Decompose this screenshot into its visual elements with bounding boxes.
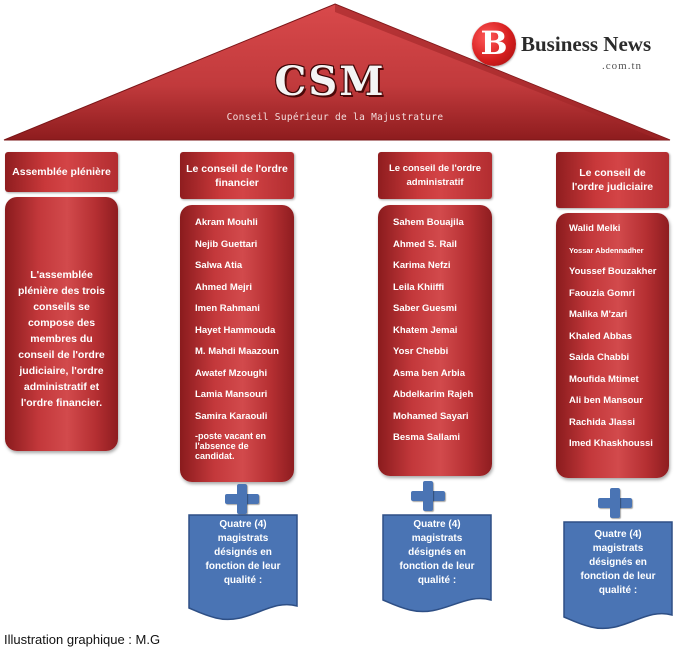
logo-letter: B	[480, 24, 508, 62]
member-name: Mohamed Sayari	[393, 410, 469, 422]
member-name: Saida Chabbi	[569, 352, 630, 363]
roof-triangle	[3, 3, 671, 141]
member-name: Imed Khaskhoussi	[569, 438, 653, 449]
member-name: Asma ben Arbia	[393, 367, 465, 379]
member-name: Salwa Atia	[195, 260, 243, 271]
illustration-credit: Illustration graphique : M.G	[4, 632, 161, 647]
member-name: Faouzia Gomri	[569, 287, 635, 299]
judicial-council-column	[556, 213, 669, 478]
administrative-council-members: Sahem Bouajila Ahmed S. Rail Karima Nefz…	[393, 216, 485, 453]
member-name: Awatef Mzoughi	[195, 367, 268, 379]
member-name: Hayet Hammouda	[195, 324, 276, 336]
plenary-header: Assemblée plénière	[5, 152, 118, 192]
logo-circle-icon	[472, 22, 516, 66]
member-name: Imen Rahmani	[195, 303, 260, 314]
member-name: Abdelkarim Rajeh	[393, 389, 474, 400]
administrative-council-column	[378, 205, 492, 476]
member-name: Youssef Bouzakher	[569, 266, 657, 277]
plus-icon	[225, 484, 259, 514]
member-name: Sahem Bouajila	[393, 217, 464, 228]
member-name: Lamia Mansouri	[195, 389, 268, 400]
member-name: Ahmed Mejri	[195, 281, 253, 293]
document-shape-financial	[188, 514, 298, 621]
member-name: Samira Karaouli	[195, 410, 268, 422]
logo-domain: .com.tn	[602, 60, 642, 72]
member-name: Rachida Jlassi	[569, 416, 636, 428]
plus-icon	[411, 481, 445, 511]
member-name: Yossar Abdennadher	[569, 245, 644, 255]
judicial-extra-note: Quatre (4) magistrats désignés en foncti…	[580, 529, 656, 596]
judicial-council-members: Walid Melki Yossar Abdennadher Youssef B…	[569, 222, 663, 459]
plenary-description: L'assemblée plénière des trois conseils …	[18, 269, 105, 409]
judicial-council-header: Le conseil de l'ordre judiciaire	[556, 152, 669, 208]
member-name: Malika M'zari	[569, 309, 628, 320]
document-shape-judicial	[563, 521, 673, 630]
financial-extra-note: Quatre (4) magistrats désignés en foncti…	[205, 519, 281, 586]
member-name: Moufida Mtimet	[569, 373, 639, 385]
logo-name: Business News	[521, 32, 652, 56]
member-name: Khatem Jemai	[393, 324, 458, 336]
plus-icon	[598, 488, 632, 518]
document-shape-administrative	[382, 514, 492, 613]
member-name: Ali ben Mansour	[569, 395, 643, 406]
administrative-extra-note: Quatre (4) magistrats désignés en foncti…	[399, 519, 475, 586]
member-name: Karima Nefzi	[393, 260, 451, 271]
member-name: Khaled Abbas	[569, 330, 632, 342]
vacant-post-note: -poste vacant en l'absence de candidat.	[195, 431, 267, 461]
member-name: Nejib Guettari	[195, 238, 258, 250]
member-name: Akram Mouhli	[195, 217, 258, 228]
member-name: Saber Guesmi	[393, 303, 457, 314]
csm-title: CSM	[274, 58, 386, 105]
member-name: Walid Melki	[569, 223, 621, 234]
financial-council-column	[180, 205, 294, 482]
plenary-column: L'assemblée plénière des trois conseils …	[5, 197, 118, 451]
business-news-logo: B Business News .com.tn	[472, 22, 672, 78]
csm-subtitle: Conseil Supérieur de la Majustrature	[226, 112, 444, 123]
administrative-council-header: Le conseil de l'ordre administratif	[378, 152, 492, 199]
member-name: Ahmed S. Rail	[393, 238, 457, 250]
member-name: Yosr Chebbi	[393, 346, 449, 357]
member-name: Besma Sallami	[393, 432, 461, 443]
financial-council-header: Le conseil de l'ordre financier	[180, 152, 294, 199]
financial-council-members: Akram Mouhli Nejib Guettari Salwa Atia A…	[195, 216, 287, 461]
member-name: Leila Khiiffi	[393, 281, 445, 293]
member-name: M. Mahdi Maazoun	[195, 346, 279, 357]
